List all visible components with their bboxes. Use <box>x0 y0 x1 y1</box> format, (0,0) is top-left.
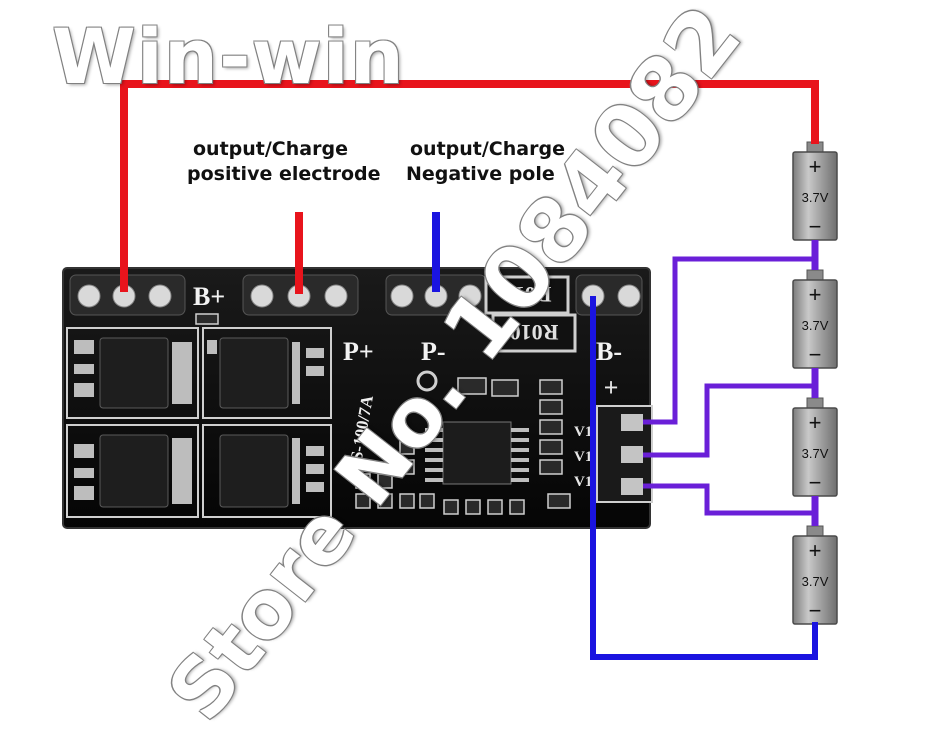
smd-components <box>195 313 571 515</box>
battery-minus-terminal: − <box>809 598 822 623</box>
battery-cap <box>806 525 824 537</box>
battery-cell: +3.7V − <box>792 269 838 369</box>
battery-cell: +3.7V − <box>792 141 838 241</box>
via-ring <box>416 370 438 392</box>
battery-cell: +3.7V − <box>792 397 838 497</box>
battery-stack: +3.7V − +3.7V − +3.7V − +3.7V − <box>792 141 838 625</box>
negative-output-label: output/Charge Negative pole <box>406 137 565 187</box>
battery-voltage-label: 3.7V <box>802 446 829 461</box>
balance-sense-pads: V1 V1 V1 <box>574 405 653 503</box>
battery-voltage-label: 3.7V <box>802 574 829 589</box>
svg-text:R010: R010 <box>510 320 559 345</box>
sense-pin-label-3: V1 <box>574 474 592 490</box>
wires <box>120 80 819 660</box>
wire-balance-1 <box>643 256 815 425</box>
pad-label-b-plus: B+ <box>193 282 225 311</box>
positive-output-label: output/Charge positive electrode <box>187 137 381 187</box>
wire-positive-main <box>120 80 819 292</box>
shunt-resistor-bottom: R010 <box>491 313 577 353</box>
positive-label-line2: positive electrode <box>187 163 381 185</box>
pad-label-b-minus: B- <box>596 337 622 366</box>
mosfet-chips <box>99 337 289 508</box>
battery-minus-terminal: − <box>809 342 822 367</box>
wire-balance-2 <box>643 383 815 458</box>
pad-label-p-plus: P+ <box>343 337 374 366</box>
mosfet-tabs <box>74 340 324 504</box>
board-plus-mark: + <box>604 373 619 402</box>
battery-voltage-label: 3.7V <box>802 318 829 333</box>
positive-label-line1: output/Charge <box>193 138 348 160</box>
battery-plus-terminal: + <box>809 538 822 563</box>
battery-cap <box>806 397 824 409</box>
wire-negative-main <box>590 296 818 660</box>
battery-voltage-label: 3.7V <box>802 190 829 205</box>
svg-text:R010: R010 <box>503 282 552 307</box>
protection-ic <box>425 421 529 485</box>
diagram-svg: B+ P+ P- B- R010 R010 <box>62 80 838 660</box>
wiring-diagram: B+ P+ P- B- R010 R010 <box>52 0 838 737</box>
battery-minus-terminal: − <box>809 214 822 239</box>
battery-minus-terminal: − <box>809 470 822 495</box>
battery-plus-terminal: + <box>809 282 822 307</box>
battery-cell: +3.7V − <box>792 525 838 625</box>
negative-label-line2: Negative pole <box>406 163 555 185</box>
wire-balance-3 <box>643 483 815 516</box>
battery-plus-terminal: + <box>809 154 822 179</box>
negative-label-line1: output/Charge <box>410 138 565 160</box>
sense-pin-label-2: V1 <box>574 449 592 465</box>
mosfet-array <box>66 327 332 518</box>
pad-label-p-minus: P- <box>421 337 446 366</box>
battery-plus-terminal: + <box>809 410 822 435</box>
terminal-holes <box>69 274 643 316</box>
shunt-resistor-top: R010 <box>484 275 570 315</box>
watermark-brand: Win-win <box>52 12 405 101</box>
sense-pin-label-1: V1 <box>574 424 592 440</box>
battery-cap <box>806 269 824 281</box>
bms-board: B+ P+ P- B- R010 R010 <box>62 267 653 529</box>
